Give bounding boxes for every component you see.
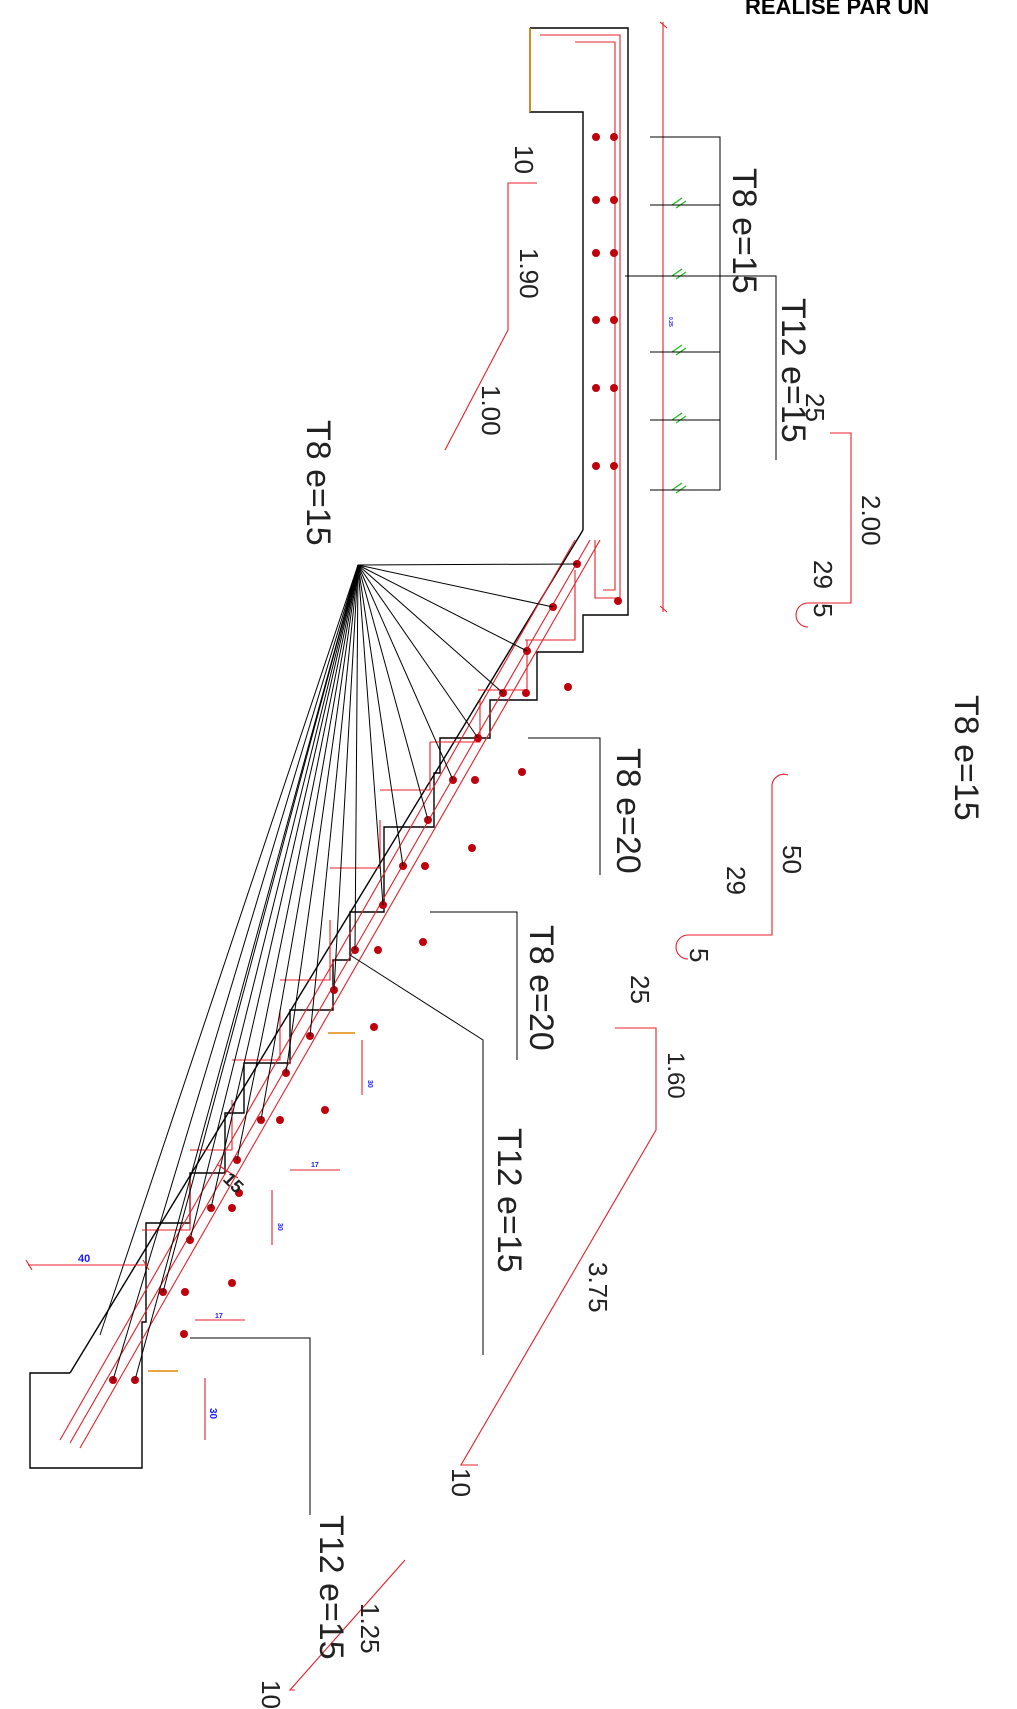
label-t8-e20-a: T8 e=20 [609, 748, 647, 874]
bar1-hook: 10 [509, 145, 539, 174]
stirrup-marks [671, 197, 687, 494]
dim-17-a: 17 [311, 1162, 319, 1169]
rebar-dots [109, 133, 622, 1384]
dim-30-b: 30 [276, 1223, 283, 1231]
bar2-hook-b: 29 [808, 560, 838, 589]
label-t8-e15-main: T8 e=15 [299, 420, 337, 546]
bar3-hook: 5 [684, 948, 714, 962]
dim-30-c: 30 [207, 1408, 218, 1420]
dim-17-b: 17 [215, 1313, 223, 1320]
label-t8-e15-right: T8 e=15 [947, 695, 985, 821]
bar4-len1: 1.60 [662, 1052, 689, 1099]
leader-lines [99, 136, 777, 1515]
label-t8-e15-top: T8 e=15 [725, 168, 763, 294]
bar4-hook: 25 [625, 975, 655, 1004]
bar2-hook-c: 5 [808, 603, 838, 617]
orange-accents [148, 28, 531, 1372]
label-t12-e15-top: T12 e=15 [774, 298, 812, 443]
bar1-len2: 1.00 [476, 385, 506, 436]
bar2-hook-a: 25 [800, 393, 830, 422]
rebar-lines [59, 21, 668, 1449]
bar4-len2: 3.75 [583, 1262, 613, 1313]
dim-30-a: 30 [366, 1080, 373, 1088]
bar3-mid: 29 [721, 866, 751, 895]
bar5-end: 10 [256, 1680, 286, 1709]
bar2-len: 2.00 [856, 495, 886, 546]
bar3-len: 50 [777, 845, 807, 874]
bar1-len1: 1.90 [514, 248, 544, 299]
concrete-outline [29, 27, 629, 1469]
dim-tiny: 0.25 [667, 317, 673, 327]
bar4-end: 10 [446, 1468, 476, 1497]
label-t8-e20-b: T8 e=20 [522, 925, 560, 1051]
drawing-title: REALISE PAR UN [745, 0, 929, 19]
label-t12-e15-bottom: T12 e=15 [312, 1515, 350, 1660]
label-t12-e15-mid: T12 e=15 [490, 1128, 528, 1273]
bar-shapes [25, 182, 852, 1691]
dim-40: 40 [78, 1253, 90, 1265]
bar5-len: 1.25 [355, 1603, 385, 1654]
